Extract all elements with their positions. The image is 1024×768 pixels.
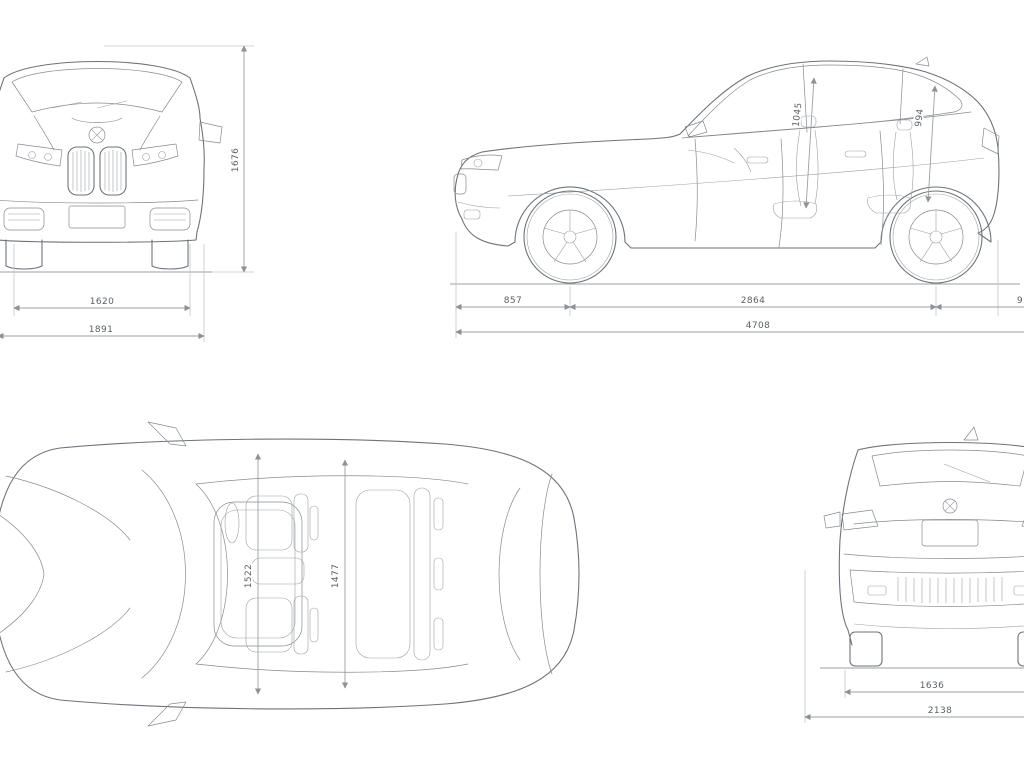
interior-seats [687,115,914,219]
kidney-grille [67,146,127,196]
rear-left-mirror [823,511,841,529]
top-car-body [0,421,580,727]
top-right-mirror [147,701,187,727]
rear-bumper-diffuser [849,569,1024,607]
top-front-seats [224,493,319,655]
taillight [981,127,1000,155]
dim-front-overhang: 857 [504,296,522,306]
dim-overall-length: 4708 [746,321,771,331]
rear-view-drawing: 1636 2138 [804,426,1024,723]
front-bumper-intakes [3,207,191,231]
front-dimensions: 1676 1620 1891 [0,45,254,342]
top-rear-bench [355,487,444,661]
right-taillight [1021,519,1024,527]
dim-rear-interior-width: 1477 [331,564,341,589]
front-left-tire [5,239,43,270]
side-pillars [802,63,904,133]
dim-line-rear-headroom [925,85,938,203]
dim-rear-headroom: 994 [914,108,926,127]
front-roundel-icon [88,126,106,144]
dim-rear-track: 1636 [920,681,945,691]
side-view-drawing: 1045 994 857 2864 9 4708 [450,56,1024,338]
side-grille [453,173,467,195]
dim-rear-overhang: 9 [1017,296,1023,306]
rear-door-handle [844,150,867,158]
rear-window-edge [498,487,521,661]
dim-track-width: 1620 [90,297,115,307]
rear-wiper [943,463,991,483]
side-headlight [460,154,503,171]
front-door-handle [746,156,769,164]
front-view-drawing: 1676 1620 1891 [0,45,254,342]
rear-roundel-icon [942,498,958,514]
windshield-edge [141,469,186,679]
antenna-fin-icon [915,56,930,67]
rear-license-plate [921,519,979,547]
top-dimensions: 1522 1477 [242,453,349,695]
rear-car-body [820,426,1024,669]
fog-light [463,209,481,220]
roof-edges [195,475,469,673]
dim-overall-height: 1676 [231,148,241,173]
top-left-mirror [147,421,187,447]
front-right-mirror [198,121,223,144]
dim-front-interior-width: 1522 [244,564,254,589]
dim-width-mirrors: 2138 [928,706,953,716]
rear-wheel [889,190,983,284]
top-view-drawing: 1522 1477 [0,421,580,727]
rear-dimensions: 1636 2138 [804,570,1024,723]
dim-line-front-headroom [803,77,817,209]
side-mirror [684,120,708,138]
dim-front-headroom: 1045 [792,102,805,128]
front-right-tire [151,239,189,270]
rear-left-tire [849,631,883,667]
license-plate [68,205,126,229]
left-taillight [841,509,879,531]
side-dimensions: 1045 994 857 2864 9 4708 [455,77,1024,338]
front-car-body [0,61,223,273]
door-seams [694,130,884,248]
front-headlights [15,143,179,167]
rear-right-tire [1017,631,1024,667]
antenna-fin-icon [963,426,979,441]
dim-overall-width: 1891 [89,325,114,335]
dim-wheelbase: 2864 [741,296,766,306]
rear-window [871,449,1024,487]
front-wheel [523,190,617,284]
